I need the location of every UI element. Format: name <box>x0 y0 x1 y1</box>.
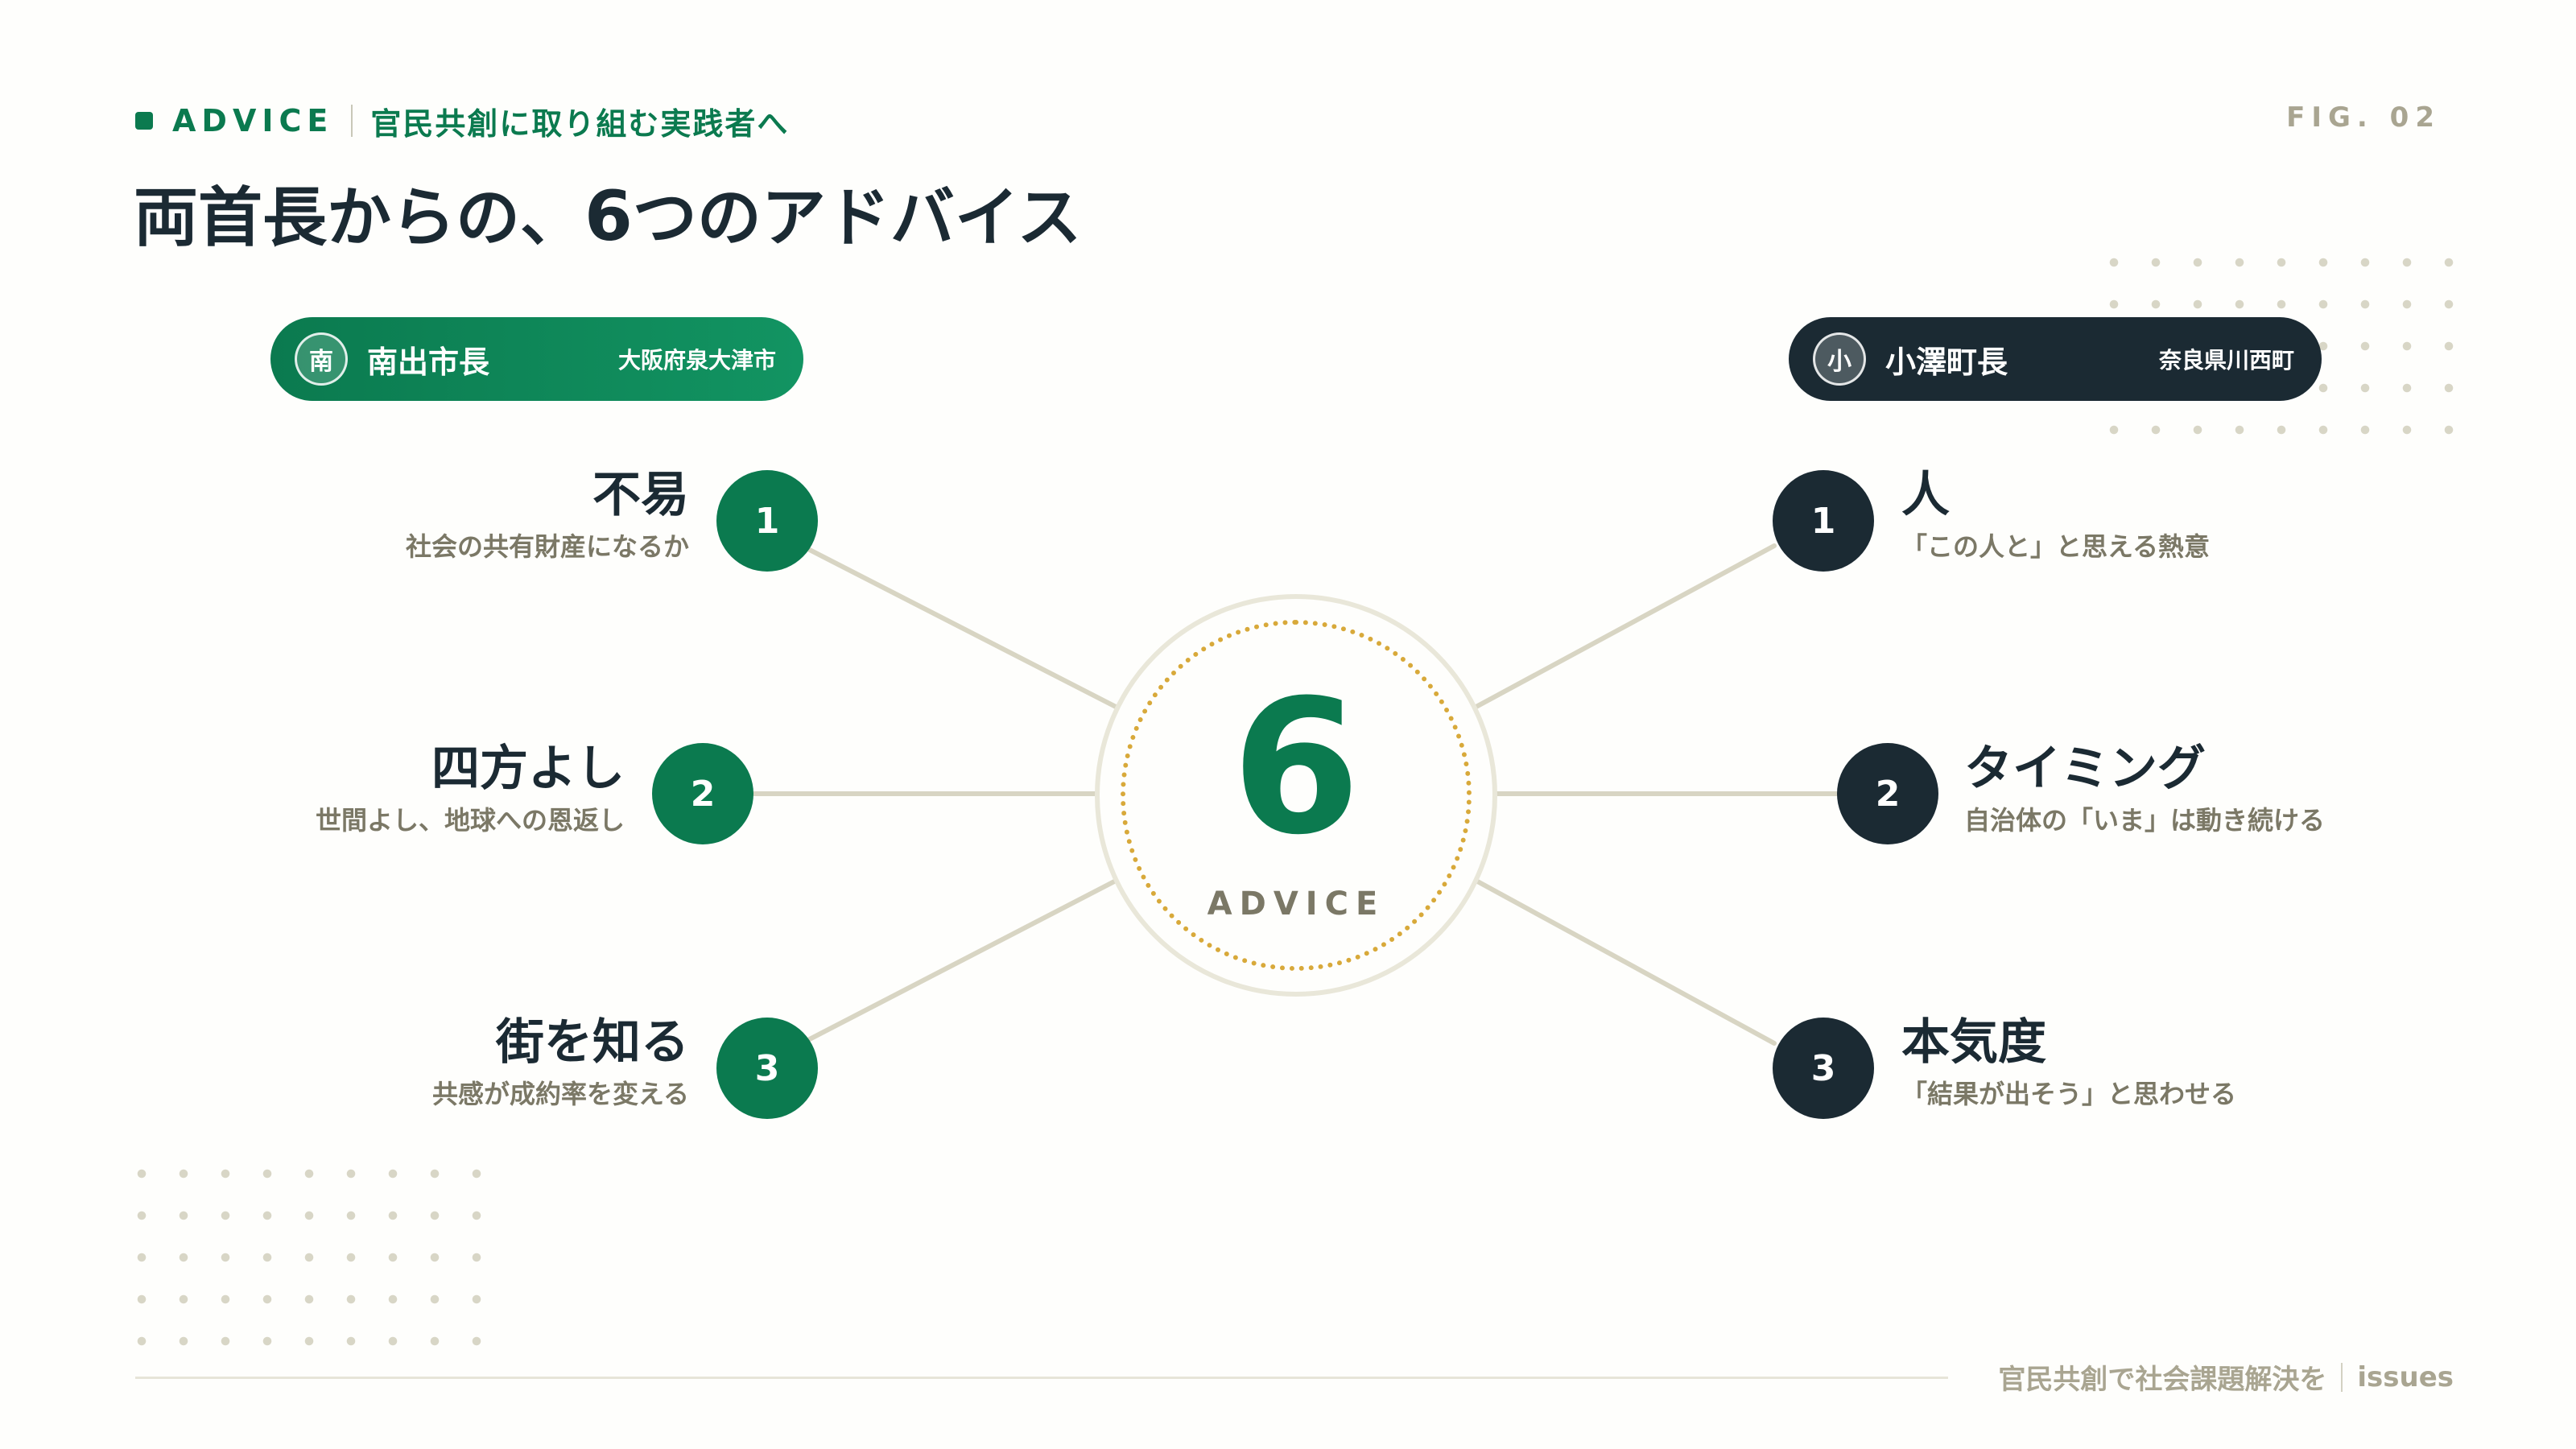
advice-right-3-number: 3 <box>1773 1018 1874 1119</box>
leader-pill-left: 南 南出市長 大阪府泉大津市 <box>270 317 803 401</box>
advice-right-1-subtitle: 「この人と」と思える熱意 <box>1901 531 2211 562</box>
advice-left-3-title: 街を知る <box>496 1014 689 1071</box>
leader-avatar-right: 小 <box>1813 332 1866 386</box>
leader-place-right: 奈良県川西町 <box>2158 347 2294 374</box>
advice-right-3-subtitle: 「結果が出そう」と思わせる <box>1901 1079 2237 1109</box>
advice-left-1-number: 1 <box>716 470 818 572</box>
eyebrow-subtitle: 官民共創に取り組む実践者へ <box>370 105 790 142</box>
advice-right-1-number: 1 <box>1773 470 1874 572</box>
footer-rule <box>135 1377 1948 1379</box>
page-title: 両首長からの、6つのアドバイス <box>134 166 1081 259</box>
advice-left-2-subtitle: 世間よし、地球への恩返し <box>315 805 625 836</box>
page-title-pre: 両首長からの、 <box>134 180 584 255</box>
dot-grid-decoration-bottom <box>121 1153 499 1364</box>
eyebrow-label: ADVICE <box>172 103 334 138</box>
eyebrow-divider <box>351 105 353 137</box>
leader-name-right: 小澤町長 <box>1885 344 2008 380</box>
advice-left-2-number: 2 <box>652 743 753 844</box>
advice-left-1-title: 不易 <box>592 467 689 523</box>
eyebrow: ADVICE 官民共創に取り組む実践者へ <box>135 100 789 142</box>
advice-right-2-title: タイミング <box>1964 741 2206 797</box>
eyebrow-square-icon <box>135 112 153 130</box>
page-title-number: 6 <box>584 176 633 257</box>
advice-left-2-title: 四方よし <box>431 741 625 797</box>
advice-right-2-number: 2 <box>1837 743 1938 844</box>
leader-avatar-left: 南 <box>295 332 348 386</box>
leader-place-left: 大阪府泉大津市 <box>617 347 776 374</box>
page-title-post: つのアドバイス <box>632 180 1082 255</box>
leader-name-left: 南出市長 <box>367 344 490 380</box>
center-label: ADVICE <box>1207 886 1385 923</box>
advice-right-2-subtitle: 自治体の「いま」は動き続ける <box>1964 805 2326 836</box>
connector-left-3 <box>799 877 1121 1046</box>
leader-pill-right: 小 小澤町長 奈良県川西町 <box>1789 317 2322 401</box>
advice-left-3-number: 3 <box>716 1018 818 1119</box>
advice-right-1-title: 人 <box>1901 467 1950 523</box>
connector-right-3 <box>1471 877 1777 1046</box>
footer-brand: issues <box>2357 1360 2454 1393</box>
advice-left-1-subtitle: 社会の共有財産になるか <box>405 531 689 562</box>
connector-right-1 <box>1471 543 1777 711</box>
connector-left-1 <box>799 543 1121 711</box>
footer: 官民共創で社会課題解決を issues <box>1998 1357 2454 1397</box>
footer-divider <box>2341 1362 2343 1392</box>
footer-tagline: 官民共創で社会課題解決を <box>1998 1364 2327 1396</box>
center-hub-dotted-ring <box>1121 620 1472 971</box>
figure-label: FIG. 02 <box>2286 101 2441 134</box>
advice-right-3-title: 本気度 <box>1901 1014 2046 1071</box>
center-number: 6 <box>1231 661 1361 876</box>
advice-left-3-subtitle: 共感が成約率を変える <box>431 1079 689 1109</box>
